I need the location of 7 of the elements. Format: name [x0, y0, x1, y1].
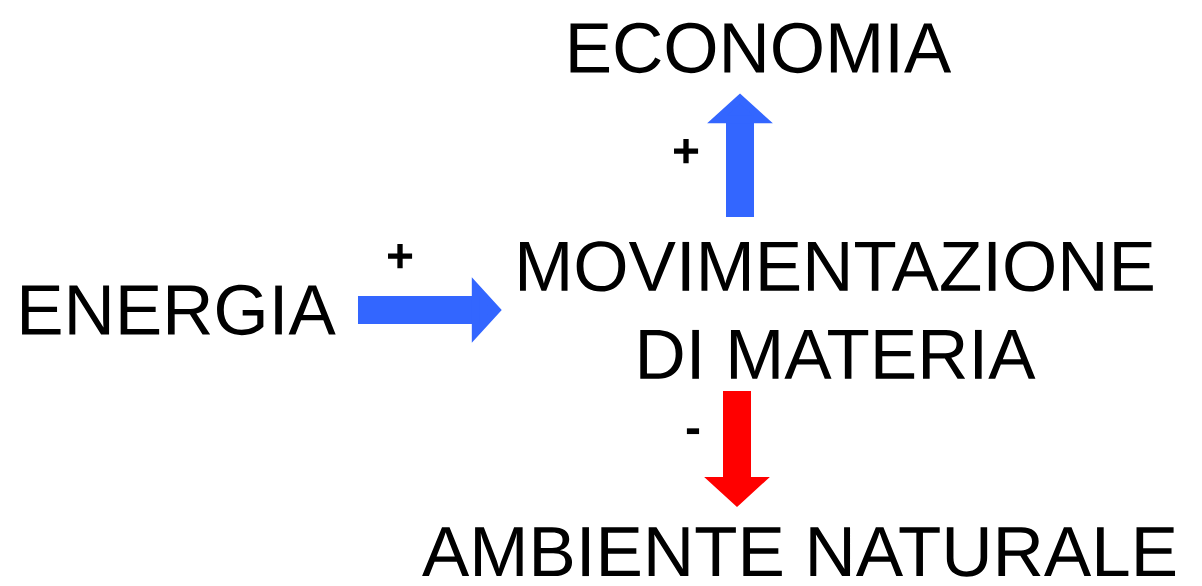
edge-label: -	[686, 428, 700, 435]
concept-text: MOVIMENTAZIONE DI MATERIA	[520, 241, 1153, 379]
concept-text: ECONOMIA	[570, 22, 952, 74]
edge-label: +	[674, 138, 699, 164]
concept-text: AMBIENTE NATURALE	[422, 527, 1175, 577]
concept-text: ENERGIA	[22, 284, 336, 336]
edge-label: +	[388, 243, 413, 269]
